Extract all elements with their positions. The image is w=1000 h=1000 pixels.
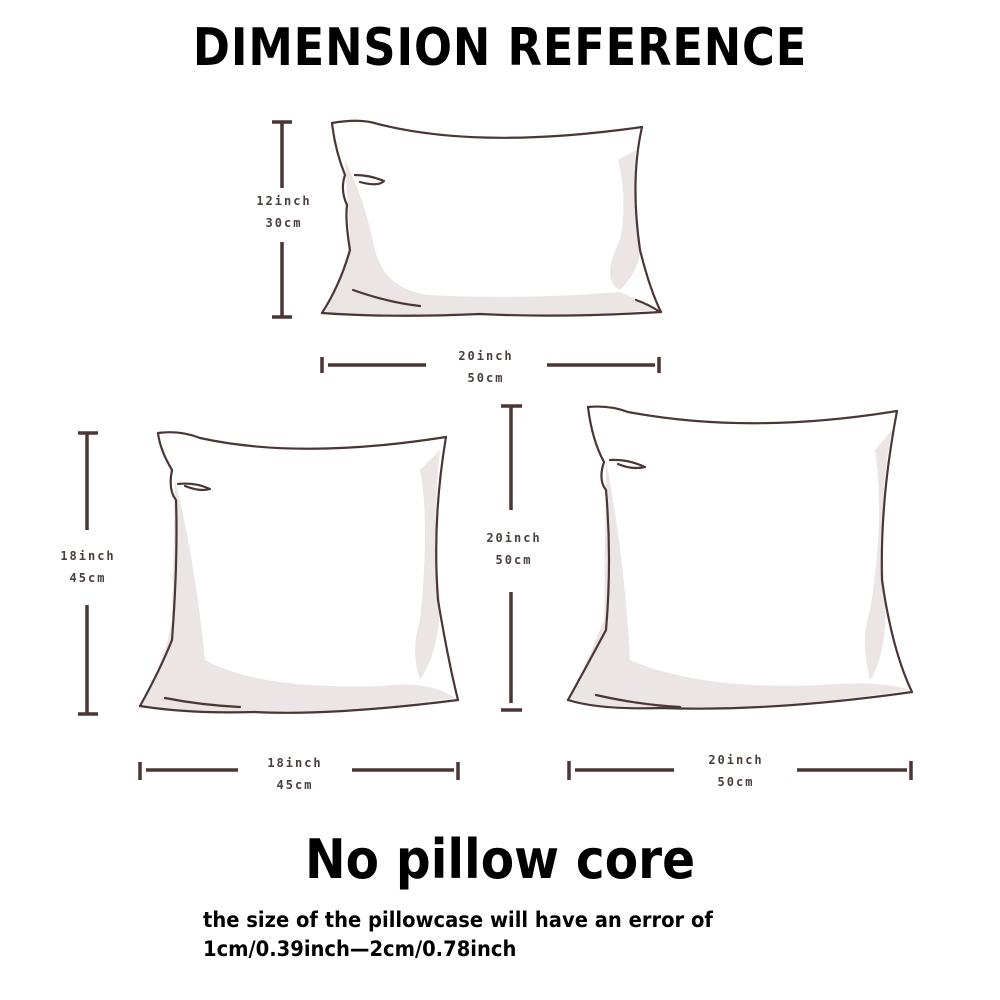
height-inch: 12inch: [256, 194, 312, 208]
note-line-1: the size of the pillowcase will have an …: [203, 908, 713, 932]
height-inch: 20inch: [486, 531, 542, 545]
height-cm: 30cm: [265, 216, 303, 230]
height-cm: 45cm: [69, 571, 107, 585]
width-inch: 20inch: [708, 753, 764, 767]
height-bar-18x18: [78, 431, 98, 716]
height-label-18x18: 18inch 45cm: [48, 545, 128, 589]
no-pillow-core-headline: No pillow core: [304, 828, 696, 891]
width-label-20x20: 20inch 50cm: [696, 749, 776, 793]
height-label-20x20: 20inch 50cm: [474, 527, 554, 571]
height-bar-20x20: [501, 404, 522, 712]
pillow-20x20: [566, 405, 914, 710]
pillow-18x18: [138, 431, 460, 714]
width-cm: 50cm: [467, 371, 505, 385]
width-cm: 45cm: [276, 778, 314, 792]
width-label-18x18: 18inch 45cm: [255, 752, 335, 796]
height-label-12x20: 12inch 30cm: [244, 190, 324, 234]
height-cm: 50cm: [495, 553, 533, 567]
page-title: DIMENSION REFERENCE: [192, 18, 808, 78]
width-bar-20x20: [567, 761, 913, 780]
height-inch: 18inch: [60, 549, 116, 563]
note-line-2: 1cm/0.39inch—2cm/0.78inch: [203, 937, 517, 961]
pillow-12x20: [320, 119, 663, 317]
width-bar-12x20: [320, 357, 661, 373]
height-bar-12x20: [272, 120, 292, 319]
width-inch: 18inch: [267, 756, 323, 770]
width-inch: 20inch: [458, 349, 514, 363]
width-label-12x20: 20inch 50cm: [446, 345, 526, 389]
width-cm: 50cm: [717, 775, 755, 789]
size-error-note: the size of the pillowcase will have an …: [203, 906, 780, 964]
width-bar-18x18: [138, 762, 460, 780]
